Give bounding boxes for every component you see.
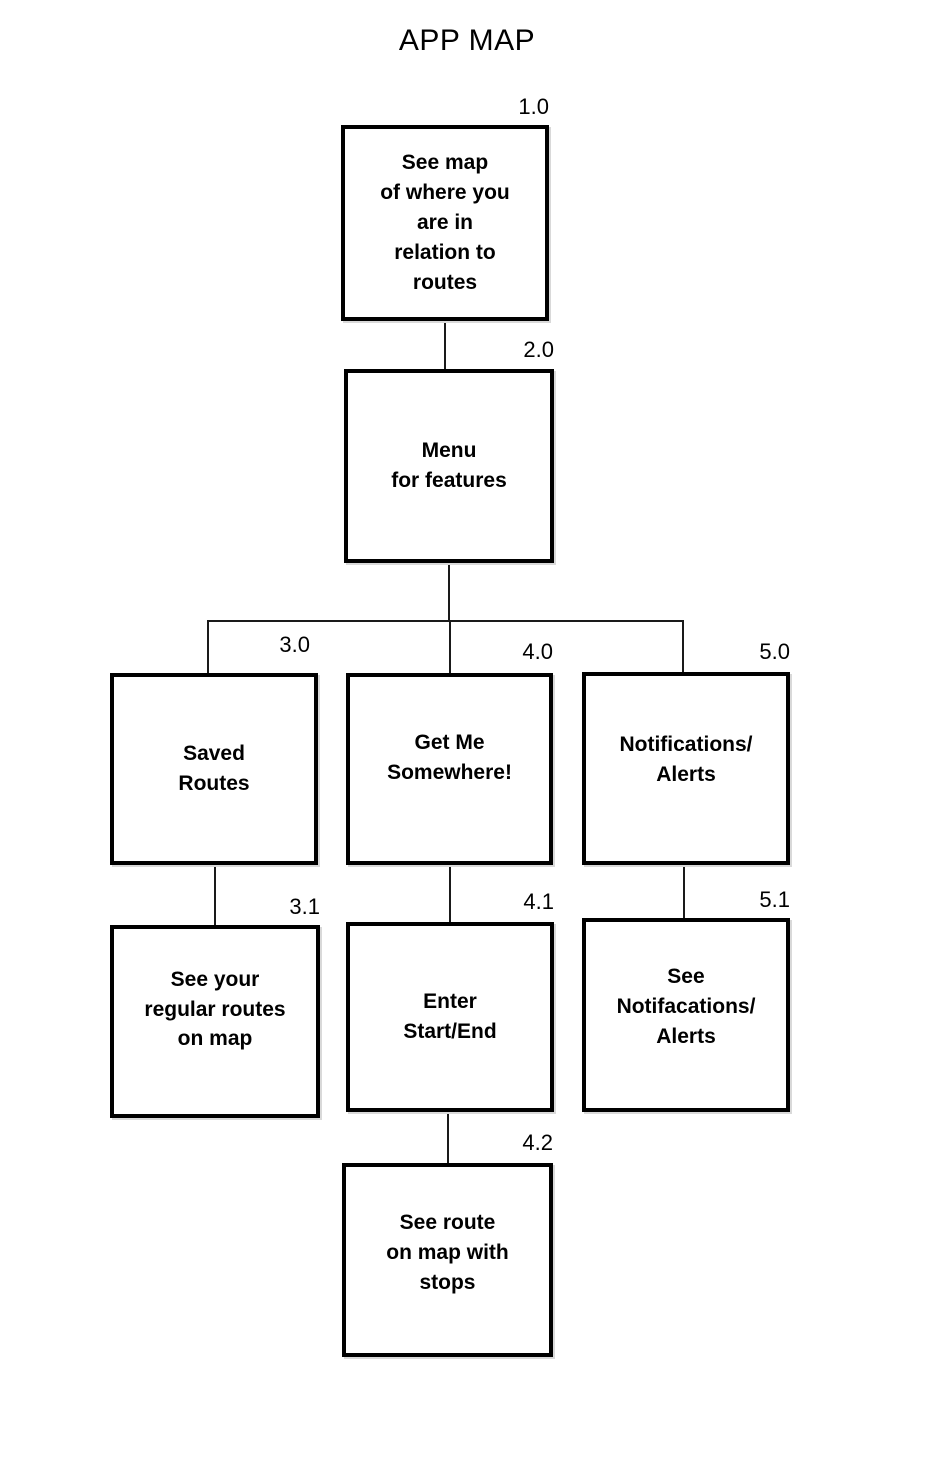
node-3-1-label: See your regular routes on map <box>144 967 286 1051</box>
connector-4-1-to-4-2 <box>447 1112 449 1164</box>
ref-number-3-0: 3.0 <box>279 632 310 657</box>
connector-1-0-to-2-0 <box>444 321 446 371</box>
connector-5-0-to-5-1 <box>683 865 685 919</box>
ref-number-5-0: 5.0 <box>759 639 790 664</box>
node-1-0-see-map[interactable]: See map of where you are in relation to … <box>341 125 549 321</box>
node-4-2-see-route-on-map[interactable]: See route on map with stops <box>342 1163 553 1357</box>
node-2-0-label: Menu for features <box>391 439 507 492</box>
node-2-0-menu[interactable]: Menu for features <box>344 369 554 563</box>
node-4-0-get-me-somewhere[interactable]: Get Me Somewhere! <box>346 673 553 865</box>
connector-bus-to-4-0 <box>449 620 451 675</box>
node-3-0-saved-routes[interactable]: Saved Routes <box>110 673 318 865</box>
page-title: APP MAP <box>398 24 536 57</box>
connector-bus-to-5-0 <box>682 620 684 674</box>
ref-number-1-0: 1.0 <box>518 94 549 119</box>
node-4-1-enter-start-end[interactable]: Enter Start/End <box>346 922 554 1112</box>
ref-number-4-1: 4.1 <box>523 889 554 914</box>
node-5-0-label: Notifications/ Alerts <box>619 732 753 786</box>
ref-number-4-2: 4.2 <box>522 1130 553 1155</box>
connector-3-0-to-3-1 <box>214 865 216 926</box>
node-1-0-label: See map of where you are in relation to … <box>380 151 510 294</box>
node-4-2-label: See route on map with stops <box>386 1211 509 1294</box>
ref-number-3-1: 3.1 <box>289 894 320 919</box>
ref-number-5-1: 5.1 <box>759 887 790 912</box>
connector-4-0-to-4-1 <box>449 865 451 923</box>
node-3-1-see-regular-routes[interactable]: See your regular routes on map <box>110 925 320 1118</box>
ref-number-2-0: 2.0 <box>523 337 554 362</box>
node-5-1-label: See Notifacations/ Alerts <box>616 965 756 1048</box>
node-3-0-label: Saved Routes <box>178 742 250 795</box>
connector-2-0-trunk <box>448 563 450 622</box>
node-5-0-notifications-alerts[interactable]: Notifications/ Alerts <box>582 672 790 865</box>
node-4-0-label: Get Me Somewhere! <box>387 731 512 784</box>
connector-bus-to-3-0 <box>207 620 209 675</box>
node-4-1-label: Enter Start/End <box>403 990 497 1043</box>
ref-number-4-0: 4.0 <box>522 639 553 664</box>
node-5-1-see-notifications-alerts[interactable]: See Notifacations/ Alerts <box>582 918 790 1112</box>
connector-branch-bus <box>207 620 684 622</box>
